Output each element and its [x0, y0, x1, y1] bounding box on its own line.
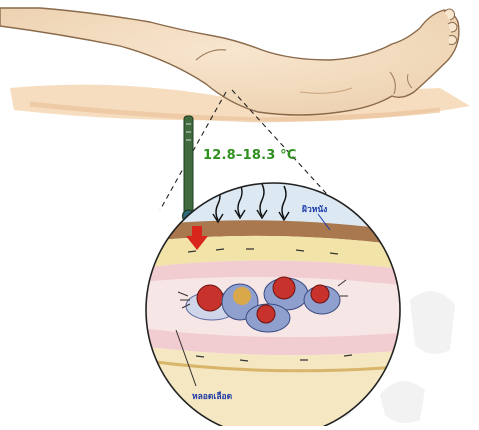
thermometer-icon [183, 116, 195, 222]
cross-section-lens [140, 180, 410, 426]
skin-label: ผิวหนัง [302, 202, 327, 216]
temperature-label: 12.8–18.3 °C [203, 148, 297, 163]
vessel-label: หลอดเลือด [192, 389, 232, 403]
